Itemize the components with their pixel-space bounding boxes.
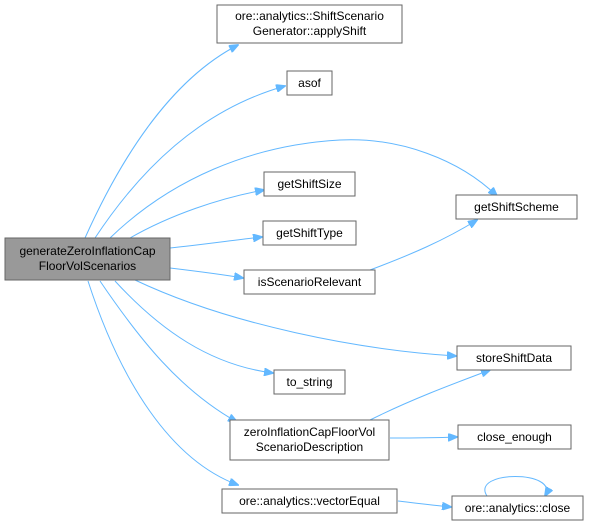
node-close_enough-label: close_enough xyxy=(477,430,552,444)
node-to_string-label: to_string xyxy=(286,375,332,389)
edge-zeroInflation-to-storeShiftData xyxy=(369,370,490,421)
node-storeShiftData[interactable]: storeShiftData xyxy=(456,345,572,371)
node-getShiftType-label: getShiftType xyxy=(276,226,343,240)
node-applyShift-line2: Generator::applyShift xyxy=(253,24,367,38)
node-applyShift[interactable]: ore::analytics::ShiftScenario Generator:… xyxy=(216,4,403,44)
node-root-line1: generateZeroInflationCap xyxy=(19,244,155,258)
node-storeShiftData-label: storeShiftData xyxy=(476,351,552,365)
edge-root-to-applyShift xyxy=(84,45,238,239)
edge-isScenarioRelevant-to-getShiftScheme xyxy=(369,220,477,271)
edge-root-to-vectorEqual xyxy=(87,280,238,485)
edge-root-to-asof xyxy=(94,86,285,239)
edge-root-to-to_string xyxy=(114,280,273,373)
edge-zeroInflation-to-close_enough xyxy=(389,437,457,438)
node-close_enough[interactable]: close_enough xyxy=(457,424,572,450)
node-getShiftScheme-label: getShiftScheme xyxy=(474,200,559,214)
edge-root-to-storeShiftData xyxy=(134,279,456,356)
node-zeroInflation-line1: zeroInflationCapFloorVol xyxy=(244,425,375,439)
edge-vectorEqual-to-close xyxy=(397,500,451,507)
node-vectorEqual[interactable]: ore::analytics::vectorEqual xyxy=(221,488,398,514)
node-to_string[interactable]: to_string xyxy=(273,369,346,395)
node-isScenarioRelevant-label: isScenarioRelevant xyxy=(258,275,362,289)
edge-root-to-zeroInflationCapFloorVolScenarioDescription xyxy=(99,280,237,422)
node-zeroInflation-line2: ScenarioDescription xyxy=(256,440,363,454)
node-vectorEqual-label: ore::analytics::vectorEqual xyxy=(239,494,380,508)
node-getShiftScheme[interactable]: getShiftScheme xyxy=(455,194,578,220)
edges xyxy=(84,45,547,507)
node-close[interactable]: ore::analytics::close xyxy=(451,495,584,521)
edge-root-to-isScenarioRelevant xyxy=(169,267,243,278)
node-applyShift-line1: ore::analytics::ShiftScenario xyxy=(235,9,384,23)
node-getShiftSize[interactable]: getShiftSize xyxy=(263,171,356,197)
edge-close-self-loop xyxy=(484,476,547,497)
node-asof-label: asof xyxy=(298,76,321,90)
node-close-label: ore::analytics::close xyxy=(465,501,571,515)
node-getShiftType[interactable]: getShiftType xyxy=(262,220,357,246)
node-root[interactable]: generateZeroInflationCap FloorVolScenari… xyxy=(4,237,171,281)
edge-root-to-getShiftScheme xyxy=(109,139,497,239)
node-root-line2: FloorVolScenarios xyxy=(39,259,136,273)
node-zeroInflationCapFloorVolScenarioDescription[interactable]: zeroInflationCapFloorVol ScenarioDescrip… xyxy=(229,419,390,461)
node-isScenarioRelevant[interactable]: isScenarioRelevant xyxy=(243,269,376,295)
node-getShiftSize-label: getShiftSize xyxy=(277,177,341,191)
edge-root-to-getShiftSize xyxy=(129,190,264,239)
edge-root-to-getShiftType xyxy=(169,237,262,249)
node-asof[interactable]: asof xyxy=(286,70,333,96)
